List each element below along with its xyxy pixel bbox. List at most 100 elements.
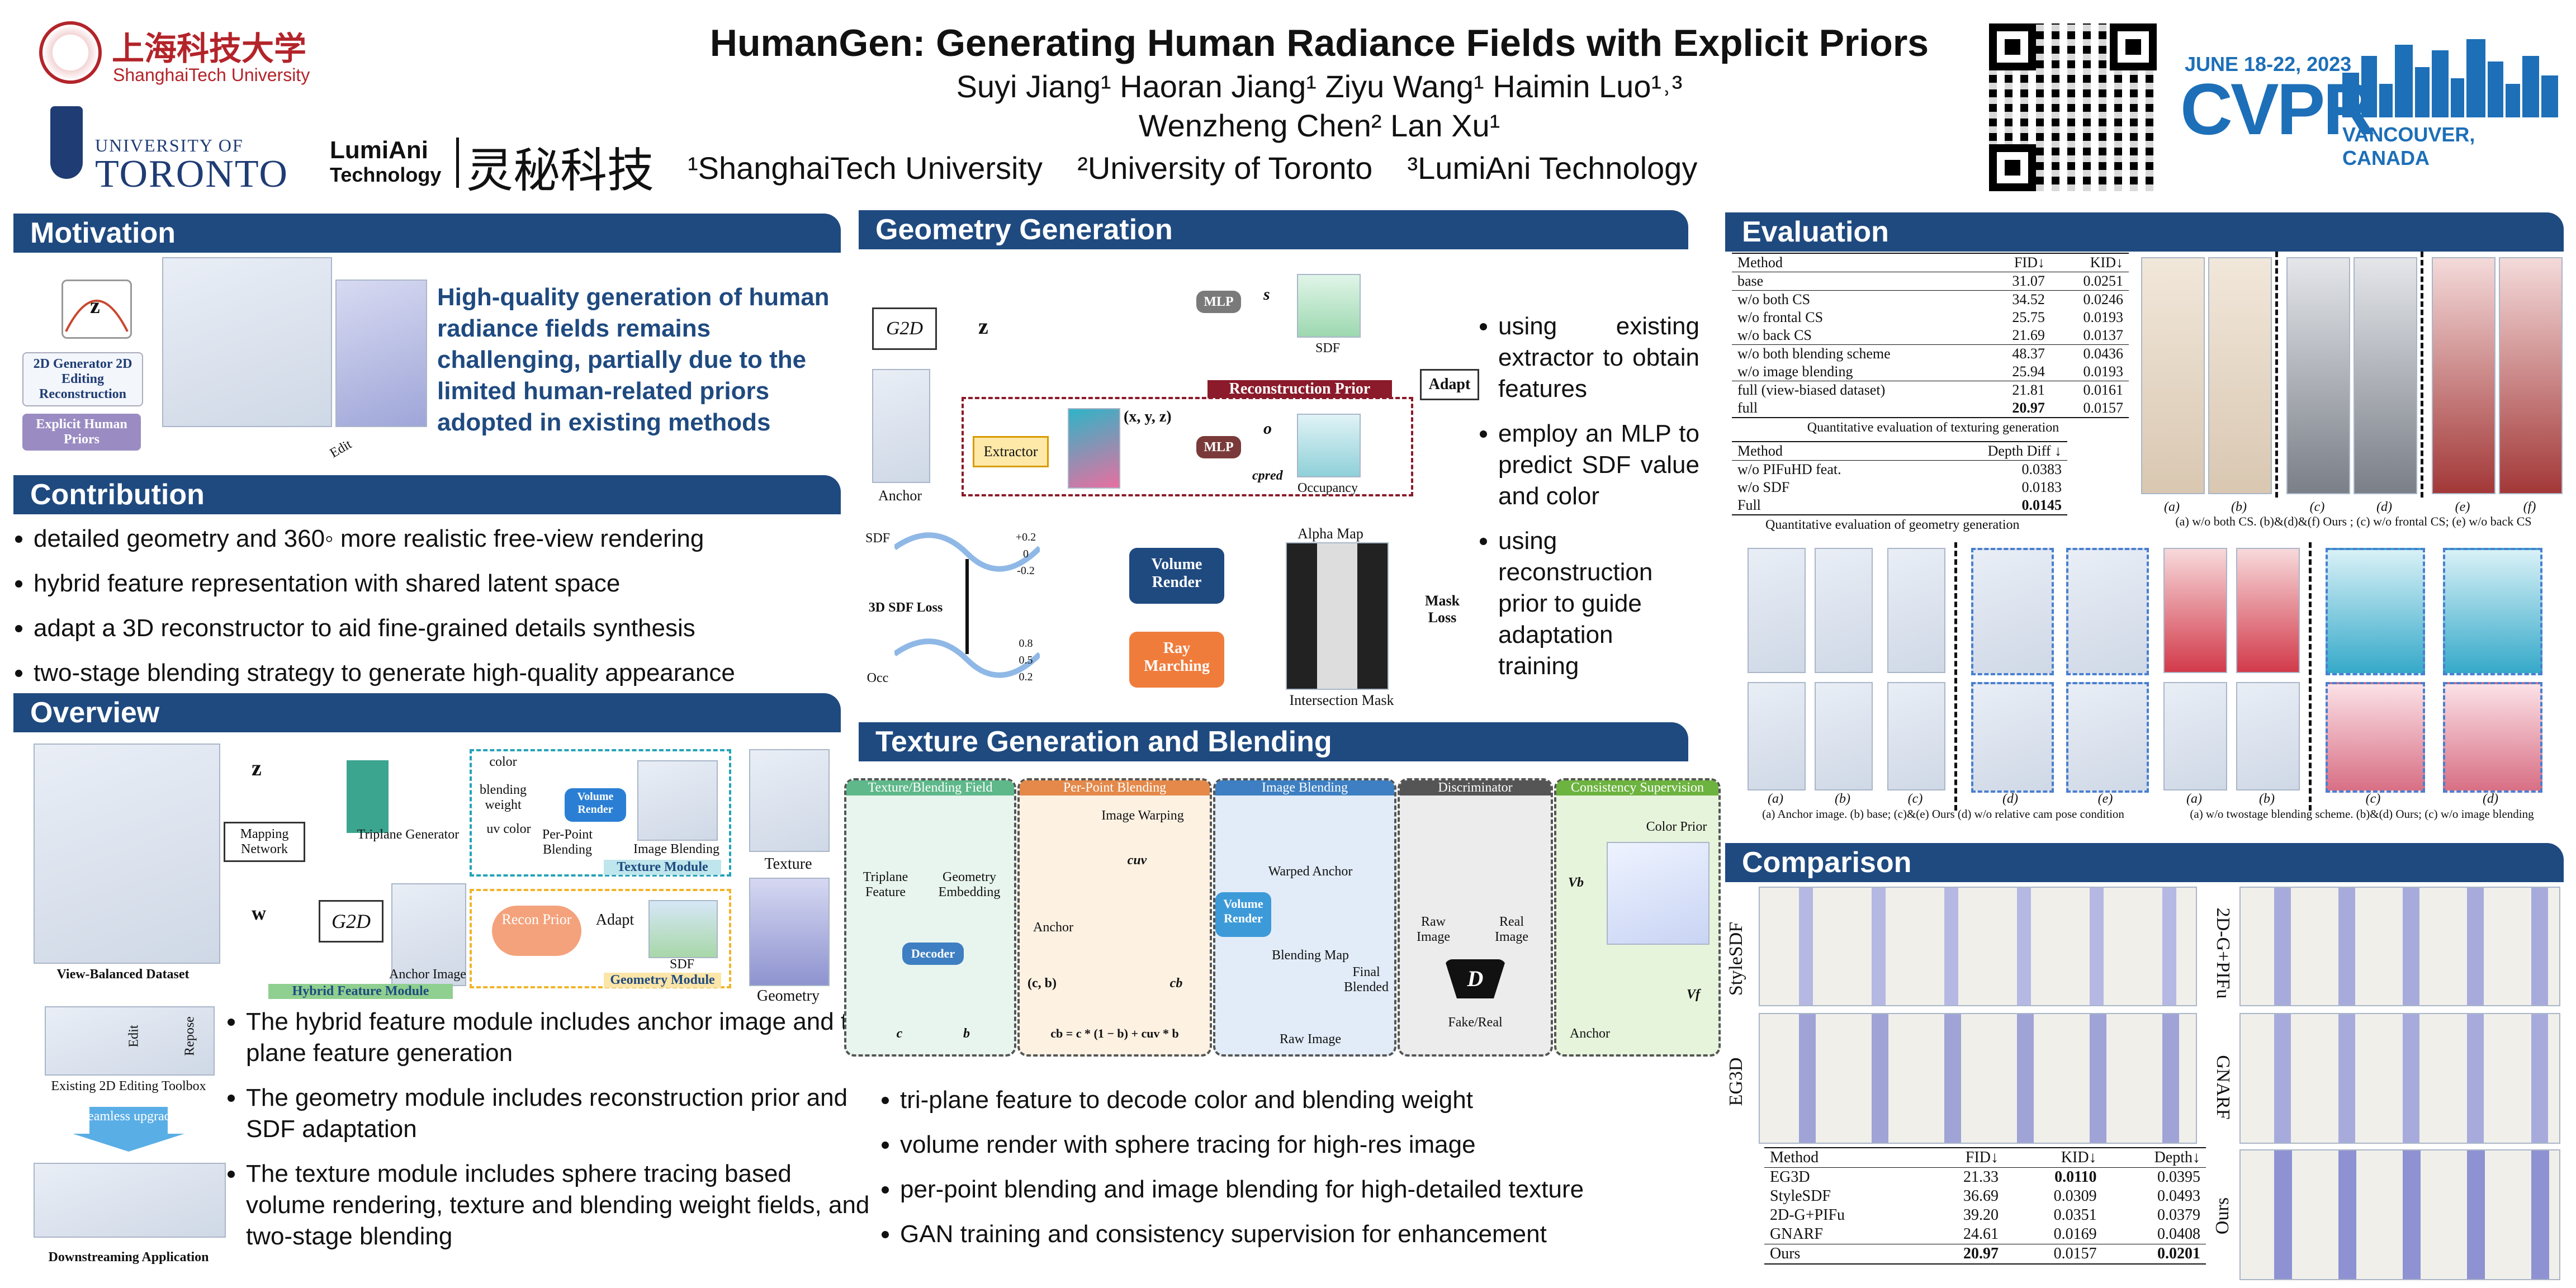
mlp-top: MLP: [1196, 291, 1241, 313]
blend-image-c2: [2326, 682, 2425, 793]
geo-alpha-map: Alpha Map: [1298, 525, 1363, 542]
blend-image-c: [2326, 548, 2425, 675]
occ-tick: 0.5: [1019, 654, 1033, 666]
cell: w/o both CS: [1737, 291, 1811, 307]
cell: 0.0408: [2157, 1225, 2200, 1243]
logo-lumiani: LumiAni Technology 灵秘科技: [330, 132, 676, 198]
sdf-tick: 0: [1023, 548, 1029, 560]
cell: 0.0351: [2053, 1206, 2097, 1224]
divider: [2421, 252, 2423, 498]
pose-image-a2: [1748, 682, 1806, 790]
gnarf-results: [2239, 1013, 2560, 1144]
texture-table-caption: Quantitative evaluation of texturing gen…: [1807, 420, 2059, 435]
cvpr-dates: JUNE 18-22, 2023: [2185, 53, 2352, 75]
shanghaitech-name-en: ShanghaiTech University: [113, 65, 310, 85]
texture-module-label: Texture Module: [604, 860, 721, 875]
triplane-label: Triplane Generator: [357, 827, 460, 842]
pose-letter: (a): [1768, 792, 1783, 806]
texture-module-box: [470, 749, 731, 877]
eg3d-results: [1759, 1013, 2197, 1144]
divider: [2275, 252, 2278, 498]
cell: w/o both blending scheme: [1737, 345, 1891, 362]
fig-adapt: Adapt: [595, 911, 634, 929]
blend-image-d2: [2443, 682, 2542, 793]
geo-sdf-loss: 3D SDF Loss: [868, 600, 943, 615]
geometry-table-caption: Quantitative evaluation of geometry gene…: [1765, 518, 2020, 532]
cell: base: [1737, 273, 1764, 289]
geometry-item: using reconstruction prior to guide adap…: [1498, 525, 1699, 682]
triplane-block: [347, 760, 486, 833]
geo-z: z: [978, 314, 988, 339]
blend-formula: cb = c * (1 − b) + cuv * b: [1050, 1026, 1179, 1040]
col-kid: KID↓: [2090, 254, 2123, 271]
cs-letter: (a): [2164, 500, 2180, 514]
cell: 0.0251: [2083, 273, 2124, 289]
col-fid: FID↓: [2014, 254, 2045, 271]
geometry-figure: G2D z Anchor Reconstruction Prior Extrac…: [861, 257, 1479, 716]
geo-cpred: cpred: [1252, 468, 1283, 483]
cs-image-a: [2141, 257, 2205, 494]
cell: Full: [1737, 497, 1761, 513]
motivation-z: z: [90, 293, 100, 318]
pose-letter: (b): [1835, 792, 1850, 806]
overview-item: The geometry module includes reconstruct…: [246, 1082, 872, 1145]
fig-texture: Texture: [764, 855, 812, 873]
cell: w/o frontal CS: [1737, 309, 1824, 325]
geometry-item: employ an MLP to predict SDF value and c…: [1498, 418, 1699, 512]
cell: 25.75: [2012, 309, 2045, 325]
evaluation-heading: Evaluation: [1725, 212, 2564, 252]
qr-code-icon[interactable]: [1989, 23, 2157, 191]
overview-figure: View-Balanced Dataset z Mapping Network …: [22, 738, 839, 1017]
cell: StyleSDF: [1770, 1187, 1831, 1205]
downstream-figure: Edit Repose Existing 2D Editing Toolbox …: [22, 1006, 235, 1275]
cell: 0.0383: [2021, 461, 2062, 477]
ours-results: [2239, 1149, 2560, 1280]
geo-volume-render: Volume Render: [1129, 548, 1224, 604]
anchor-image: [391, 883, 466, 986]
warped-anchor-label: Warped Anchor: [1268, 864, 1353, 879]
geo-xyz: (x, y, z): [1124, 408, 1172, 425]
cell: 36.69: [1963, 1187, 1999, 1205]
texture-item: GAN training and consistency supervision…: [900, 1219, 1739, 1250]
col-fid: FID↓: [1965, 1149, 1999, 1166]
blend-image-b2: [2236, 682, 2300, 790]
mapping-network: Mapping Network: [224, 822, 305, 862]
pose-letter: (d): [2002, 792, 2018, 806]
cell: 39.20: [1963, 1206, 1999, 1224]
geometry-heading: Geometry Generation: [859, 210, 1688, 249]
cs-letter: (e): [2455, 500, 2470, 514]
panel-texture-field: Texture/Blending Field Triplane Feature …: [844, 778, 1016, 1057]
panel-discriminator: Discriminator Raw Image Real Image D Fak…: [1398, 778, 1553, 1057]
cell: 21.33: [1963, 1168, 1999, 1186]
geo-occupancy: Occupancy: [1298, 481, 1358, 495]
blend-letter: (a): [2186, 792, 2202, 806]
pose-image-d: [1971, 548, 2054, 675]
cs-ablation-figure: (a) (b) (c) (d) (e) (f) (a) w/o both CS.…: [2141, 252, 2566, 531]
cell: w/o image blending: [1737, 363, 1853, 380]
cell: w/o SDF: [1737, 479, 1790, 495]
cs-image-c: [2286, 257, 2350, 494]
label-gnarf: GNARF: [2213, 1055, 2233, 1120]
vf-label: Vf: [1687, 987, 1700, 1002]
blend-image-d: [2443, 548, 2542, 675]
fig-color: color: [489, 755, 517, 769]
occ-tick: 0.2: [1019, 671, 1033, 683]
cell: 0.0169: [2053, 1225, 2097, 1243]
pose-image-b: [1815, 548, 1873, 673]
geo-adapt: Adapt: [1420, 369, 1479, 400]
panel3-title: Image Blending: [1215, 780, 1394, 795]
final-blended-label: Final Blended: [1344, 965, 1389, 995]
authors-line-1: Suyi Jiang¹ Haoran Jiang¹ Ziyu Wang¹ Hai…: [956, 69, 1683, 104]
cvpr-location: VANCOUVER, CANADA: [2342, 123, 2475, 169]
pose-image-d2: [1971, 682, 2054, 793]
fig-toolbox: Existing 2D Editing Toolbox: [51, 1079, 206, 1093]
contribution-list: detailed geometry and 360◦ more realisti…: [0, 523, 872, 702]
